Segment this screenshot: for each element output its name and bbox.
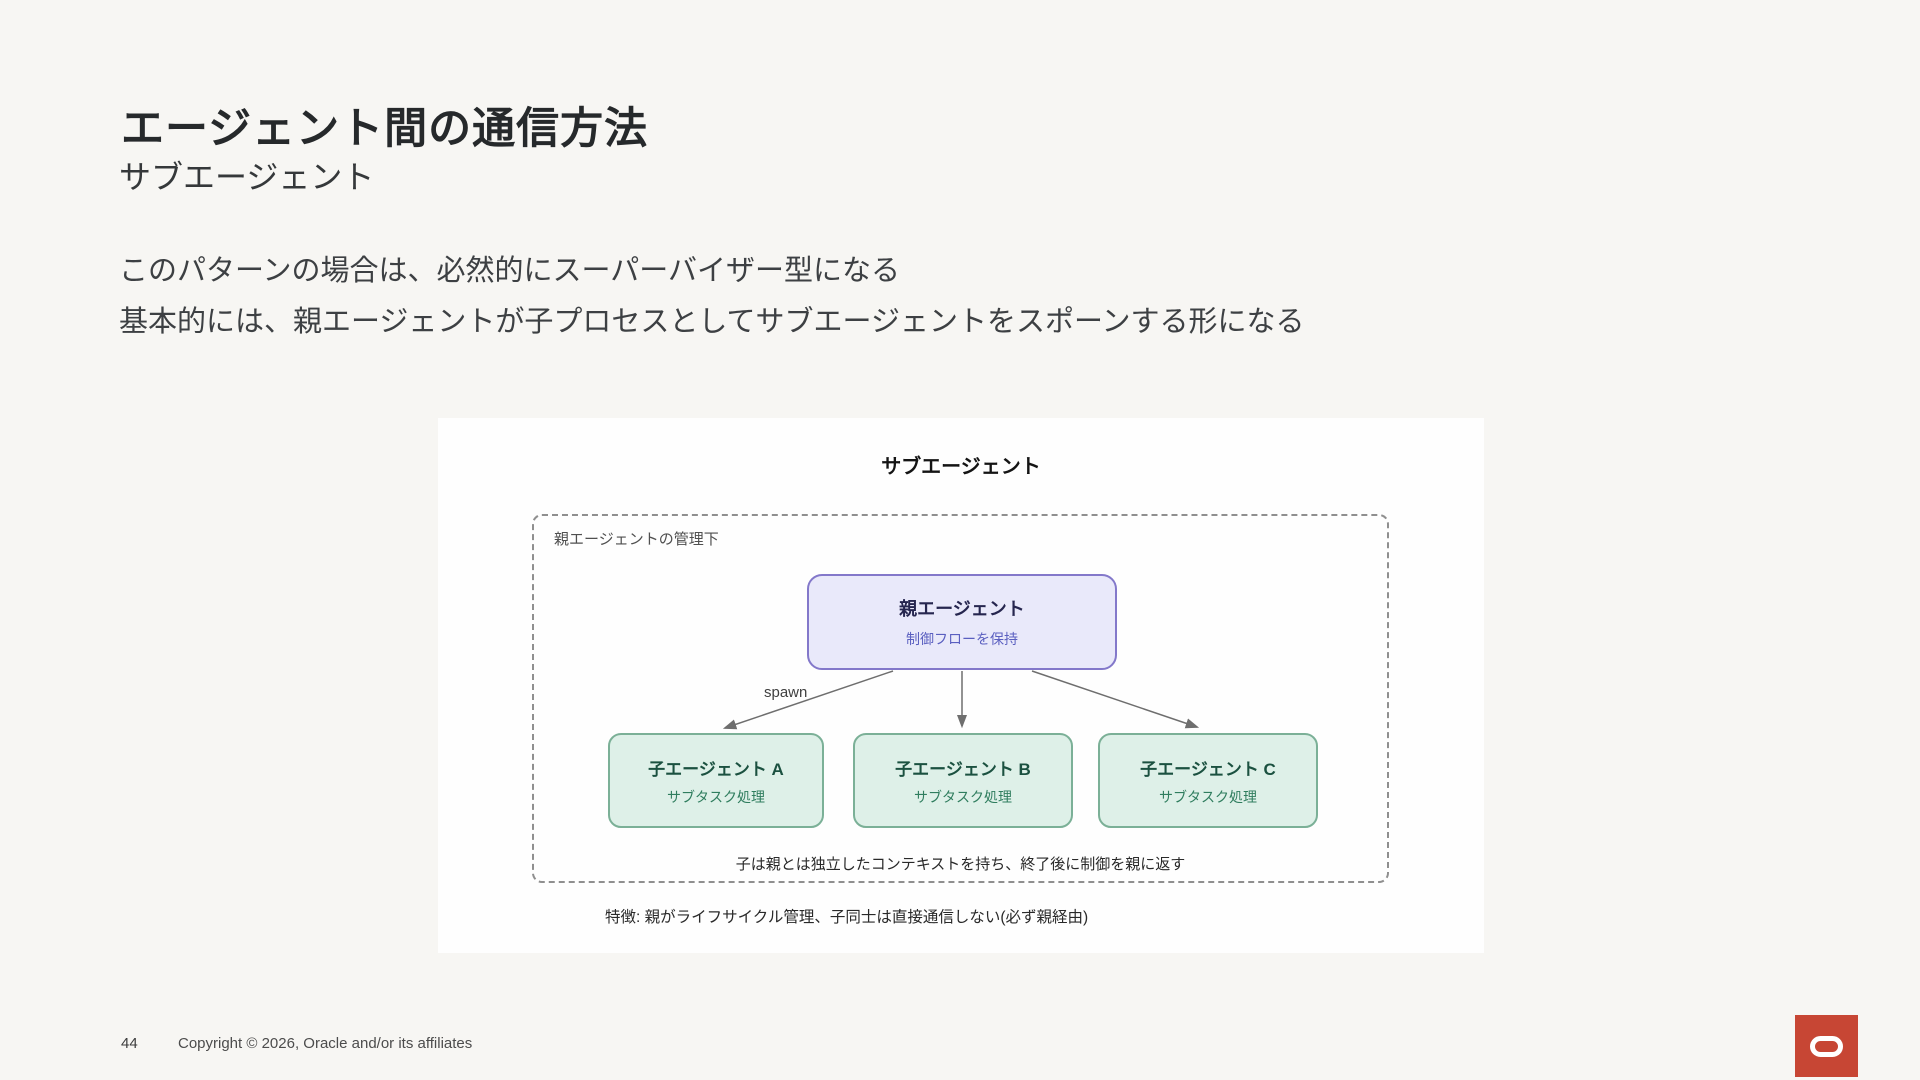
child-agent-b-title: 子エージェント B [895,759,1031,779]
body-line: 基本的には、親エージェントが子プロセスとしてサブエージェントをスポーンする形にな… [119,306,1305,338]
child-agent-a-node: 子エージェント A サブタスク処理 [608,733,824,828]
diagram-title: サブエージェント [881,456,1041,478]
container-note: 子は親とは独立したコンテキストを持ち、終了後に制御を親に返す [735,856,1186,873]
child-agent-c-node: 子エージェント C サブタスク処理 [1098,733,1318,828]
page-subtitle: サブエージェント [119,159,375,195]
subagent-diagram: サブエージェント 親エージェントの管理下 spawn 親エージェント 制御フロー… [438,418,1484,953]
copyright-text: Copyright © 2026, Oracle and/or its affi… [178,1035,473,1052]
oracle-o-glyph [1810,1035,1843,1057]
diagram-caption: 特徴: 親がライフサイクル管理、子同士は直接通信しない(必ず親経由) [605,909,1089,926]
spawn-edge-label: spawn [764,684,808,701]
parent-agent-node: 親エージェント 制御フローを保持 [807,574,1117,670]
parent-agent-title: 親エージェント [899,599,1025,619]
child-agent-a-subtitle: サブタスク処理 [667,788,765,805]
child-agent-a-title: 子エージェント A [648,759,784,779]
child-agent-b-subtitle: サブタスク処理 [914,788,1012,805]
page-title: エージェント間の通信方法 [121,105,649,153]
body-text: このパターンの場合は、必然的にスーパーバイザー型になる 基本的には、親エージェン… [119,246,1305,348]
child-agent-c-title: 子エージェント C [1140,759,1276,779]
parent-agent-subtitle: 制御フローを保持 [906,631,1018,647]
child-agent-b-node: 子エージェント B サブタスク処理 [853,733,1073,828]
container-label: 親エージェントの管理下 [554,531,719,548]
child-agent-c-subtitle: サブタスク処理 [1159,788,1257,805]
body-line: このパターンの場合は、必然的にスーパーバイザー型になる [119,255,900,287]
oracle-logo-icon [1795,1015,1858,1077]
page-number: 44 [121,1035,138,1052]
parent-management-container: 親エージェントの管理下 [532,514,1389,883]
